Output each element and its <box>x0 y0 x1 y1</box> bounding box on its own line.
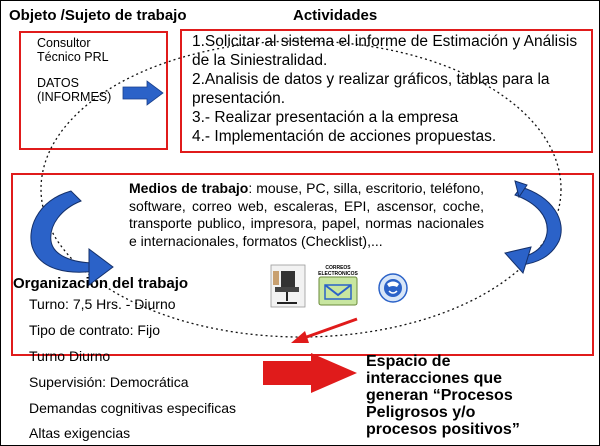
email-label: CORREOS ELECTRONICOS <box>317 265 359 277</box>
espacio-line3: generan “Procesos <box>366 387 513 404</box>
actividad-1: 1.Solicitar al sistema el informe de Est… <box>192 33 578 69</box>
actividad-3: 3.- Realizar presentación a la empresa <box>192 109 459 126</box>
actividad-4: 4.- Implementación de acciones propuesta… <box>192 128 497 145</box>
heading-actividades: Actividades <box>293 7 378 24</box>
arrow-right-red <box>263 353 357 393</box>
heading-objeto: Objeto /Sujeto de trabajo <box>9 7 187 24</box>
org-item-turno-diurno: Turno Diurno <box>29 348 111 364</box>
org-item-contrato: Tipo de contrato: Fijo <box>29 322 160 338</box>
org-item-turno: Turno: 7,5 Hrs. - Diurno <box>29 296 176 312</box>
sujeto-line1: Consultor <box>37 36 91 50</box>
org-item-supervision: Supervisión: Democrática <box>29 374 189 390</box>
medios-text: Medios de trabajo: mouse, PC, silla, esc… <box>129 180 484 250</box>
email-label-line2: ELECTRONICOS <box>318 271 358 277</box>
espacio-line4: Peligrosos y/o <box>366 404 476 421</box>
espacio-line2: interacciones que <box>366 370 503 387</box>
sujeto-line2: Técnico PRL <box>37 50 109 64</box>
medios-label: Medios de trabajo <box>129 180 249 196</box>
organizacion-title: Organización del trabajo <box>13 275 189 292</box>
espacio-line5: procesos positivos” <box>366 421 520 438</box>
actividad-2: 2.Analisis de datos y realizar gráficos,… <box>192 71 550 107</box>
org-item-demandas: Demandas cognitivas especificas <box>29 400 236 416</box>
espacio-line1: Espacio de <box>366 353 451 370</box>
sujeto-line3: DATOS <box>37 76 79 90</box>
sujeto-line4: (INFORMES) <box>37 90 112 104</box>
org-item-exigencias: Altas exigencias <box>29 425 131 441</box>
email-label-line1: CORREOS <box>325 265 351 271</box>
